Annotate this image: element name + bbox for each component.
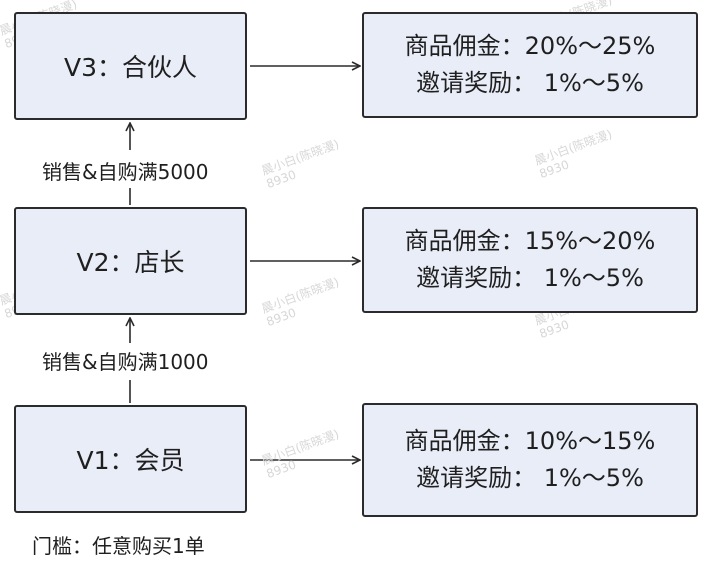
benefit-box-v3: 商品佣金：20%～25% 邀请奖励： 1%～5% xyxy=(362,12,698,118)
invite-reward-text-v2: 邀请奖励： 1%～5% xyxy=(416,264,644,292)
level-label-v1: V1：会员 xyxy=(76,446,185,475)
level-box-v3: V3：合伙人 xyxy=(14,12,247,120)
commission-text-v3: 商品佣金：20%～25% xyxy=(404,32,656,60)
upgrade-condition-v1-to-v2: 销售&自购满1000 xyxy=(40,346,211,375)
invite-reward-text-v3: 邀请奖励： 1%～5% xyxy=(416,69,644,97)
commission-text-v2: 商品佣金：15%～20% xyxy=(404,227,656,255)
level-box-v1: V1：会员 xyxy=(14,405,247,513)
benefit-box-v1: 商品佣金：10%～15% 邀请奖励： 1%～5% xyxy=(362,403,698,517)
level-label-v2: V2：店长 xyxy=(76,248,185,277)
upgrade-condition-v2-to-v3: 销售&自购满5000 xyxy=(40,156,211,185)
entry-threshold: 门槛：任意购买1单 xyxy=(32,534,205,558)
commission-text-v1: 商品佣金：10%～15% xyxy=(404,427,656,455)
level-box-v2: V2：店长 xyxy=(14,207,247,315)
invite-reward-text-v1: 邀请奖励： 1%～5% xyxy=(416,464,644,492)
benefit-box-v2: 商品佣金：15%～20% 邀请奖励： 1%～5% xyxy=(362,207,698,313)
level-label-v3: V3：合伙人 xyxy=(63,53,197,82)
